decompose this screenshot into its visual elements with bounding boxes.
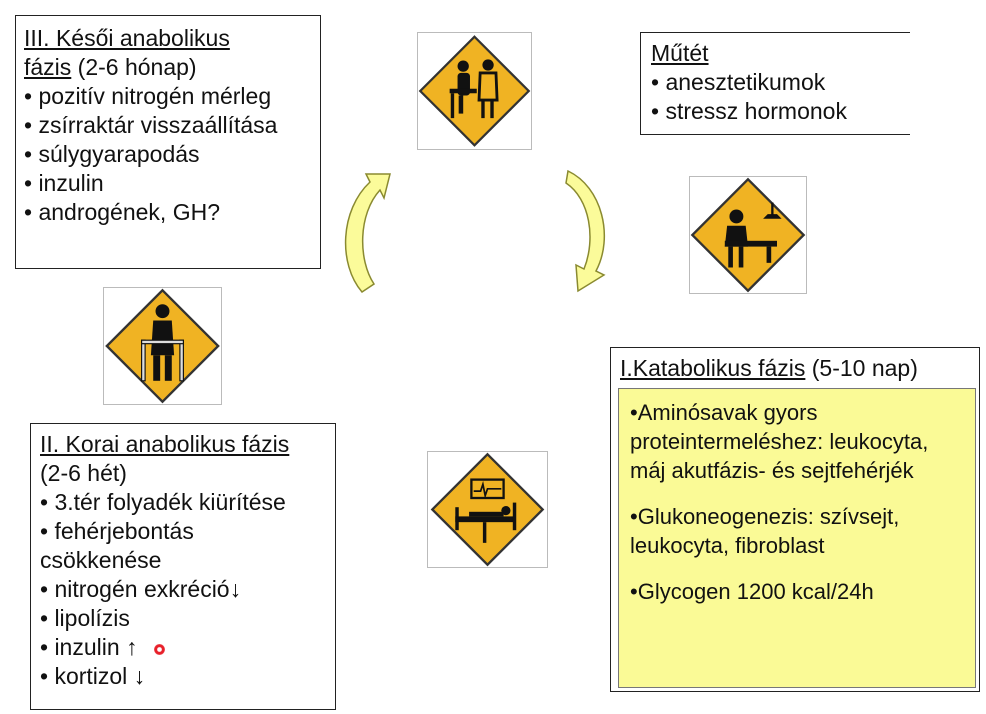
early-phase-item: csökkenése (40, 547, 162, 573)
late-phase-item: • súlygyarapodás (24, 141, 200, 167)
hospital-bed-sign-icon (427, 451, 548, 568)
late-phase-item: • pozitív nitrogén mérleg (24, 83, 272, 109)
surgery-box: Műtét • anesztetikumok • stressz hormono… (640, 32, 910, 135)
late-phase-item: • inzulin (24, 170, 104, 196)
surgery-item: • anesztetikumok (651, 69, 826, 95)
early-phase-item: • nitrogén exkréció↓ (40, 576, 242, 602)
early-phase-item: (2-6 hét) (40, 460, 127, 486)
late-phase-item: • zsírraktár visszaállítása (24, 112, 278, 138)
catabolic-phase-title: I.Katabolikus fázis (620, 355, 806, 381)
early-phase-item: • kortizol ↓ (40, 663, 146, 689)
catabolic-detail-item: •Aminósavak gyors proteintermeléshez: le… (630, 400, 929, 483)
late-phase-duration: (2-6 hónap) (71, 54, 197, 80)
early-phase-item: • 3.tér folyadék kiürítése (40, 489, 286, 515)
walker-sign-icon (103, 287, 222, 405)
catabolic-details-note: •Aminósavak gyors proteintermeléshez: le… (618, 388, 976, 688)
late-phase-item: • androgének, GH? (24, 199, 221, 225)
doctor-patient-sign-icon (417, 32, 532, 150)
late-phase-title-fazis: fázis (24, 54, 72, 80)
cycle-arrow-left-icon (344, 173, 391, 293)
early-phase-item: • fehérjebontás (40, 518, 194, 544)
late-phase-title: III. Késői anabolikus (24, 25, 230, 51)
catabolic-detail-item: •Glycogen 1200 kcal/24h (630, 579, 874, 604)
catabolic-detail-item: •Glukoneogenezis: szívsejt, leukocyta, f… (630, 504, 900, 558)
catabolic-phase-duration: (5-10 nap) (805, 355, 918, 381)
early-phase-item: • inzulin ↑ (40, 634, 138, 660)
surgeon-sign-icon (689, 176, 807, 294)
surgery-title: Műtét (651, 40, 709, 66)
laser-pointer-dot (154, 644, 165, 655)
cycle-arrow-right-icon (565, 169, 606, 293)
early-anabolic-phase-box: II. Korai anabolikus fázis (2-6 hét) • 3… (30, 423, 336, 710)
late-anabolic-phase-box: III. Késői anabolikus fázis (2-6 hónap) … (15, 15, 321, 269)
early-phase-title: II. Korai anabolikus fázis (40, 431, 290, 457)
early-phase-item: • lipolízis (40, 605, 130, 631)
surgery-item: • stressz hormonok (651, 98, 847, 124)
